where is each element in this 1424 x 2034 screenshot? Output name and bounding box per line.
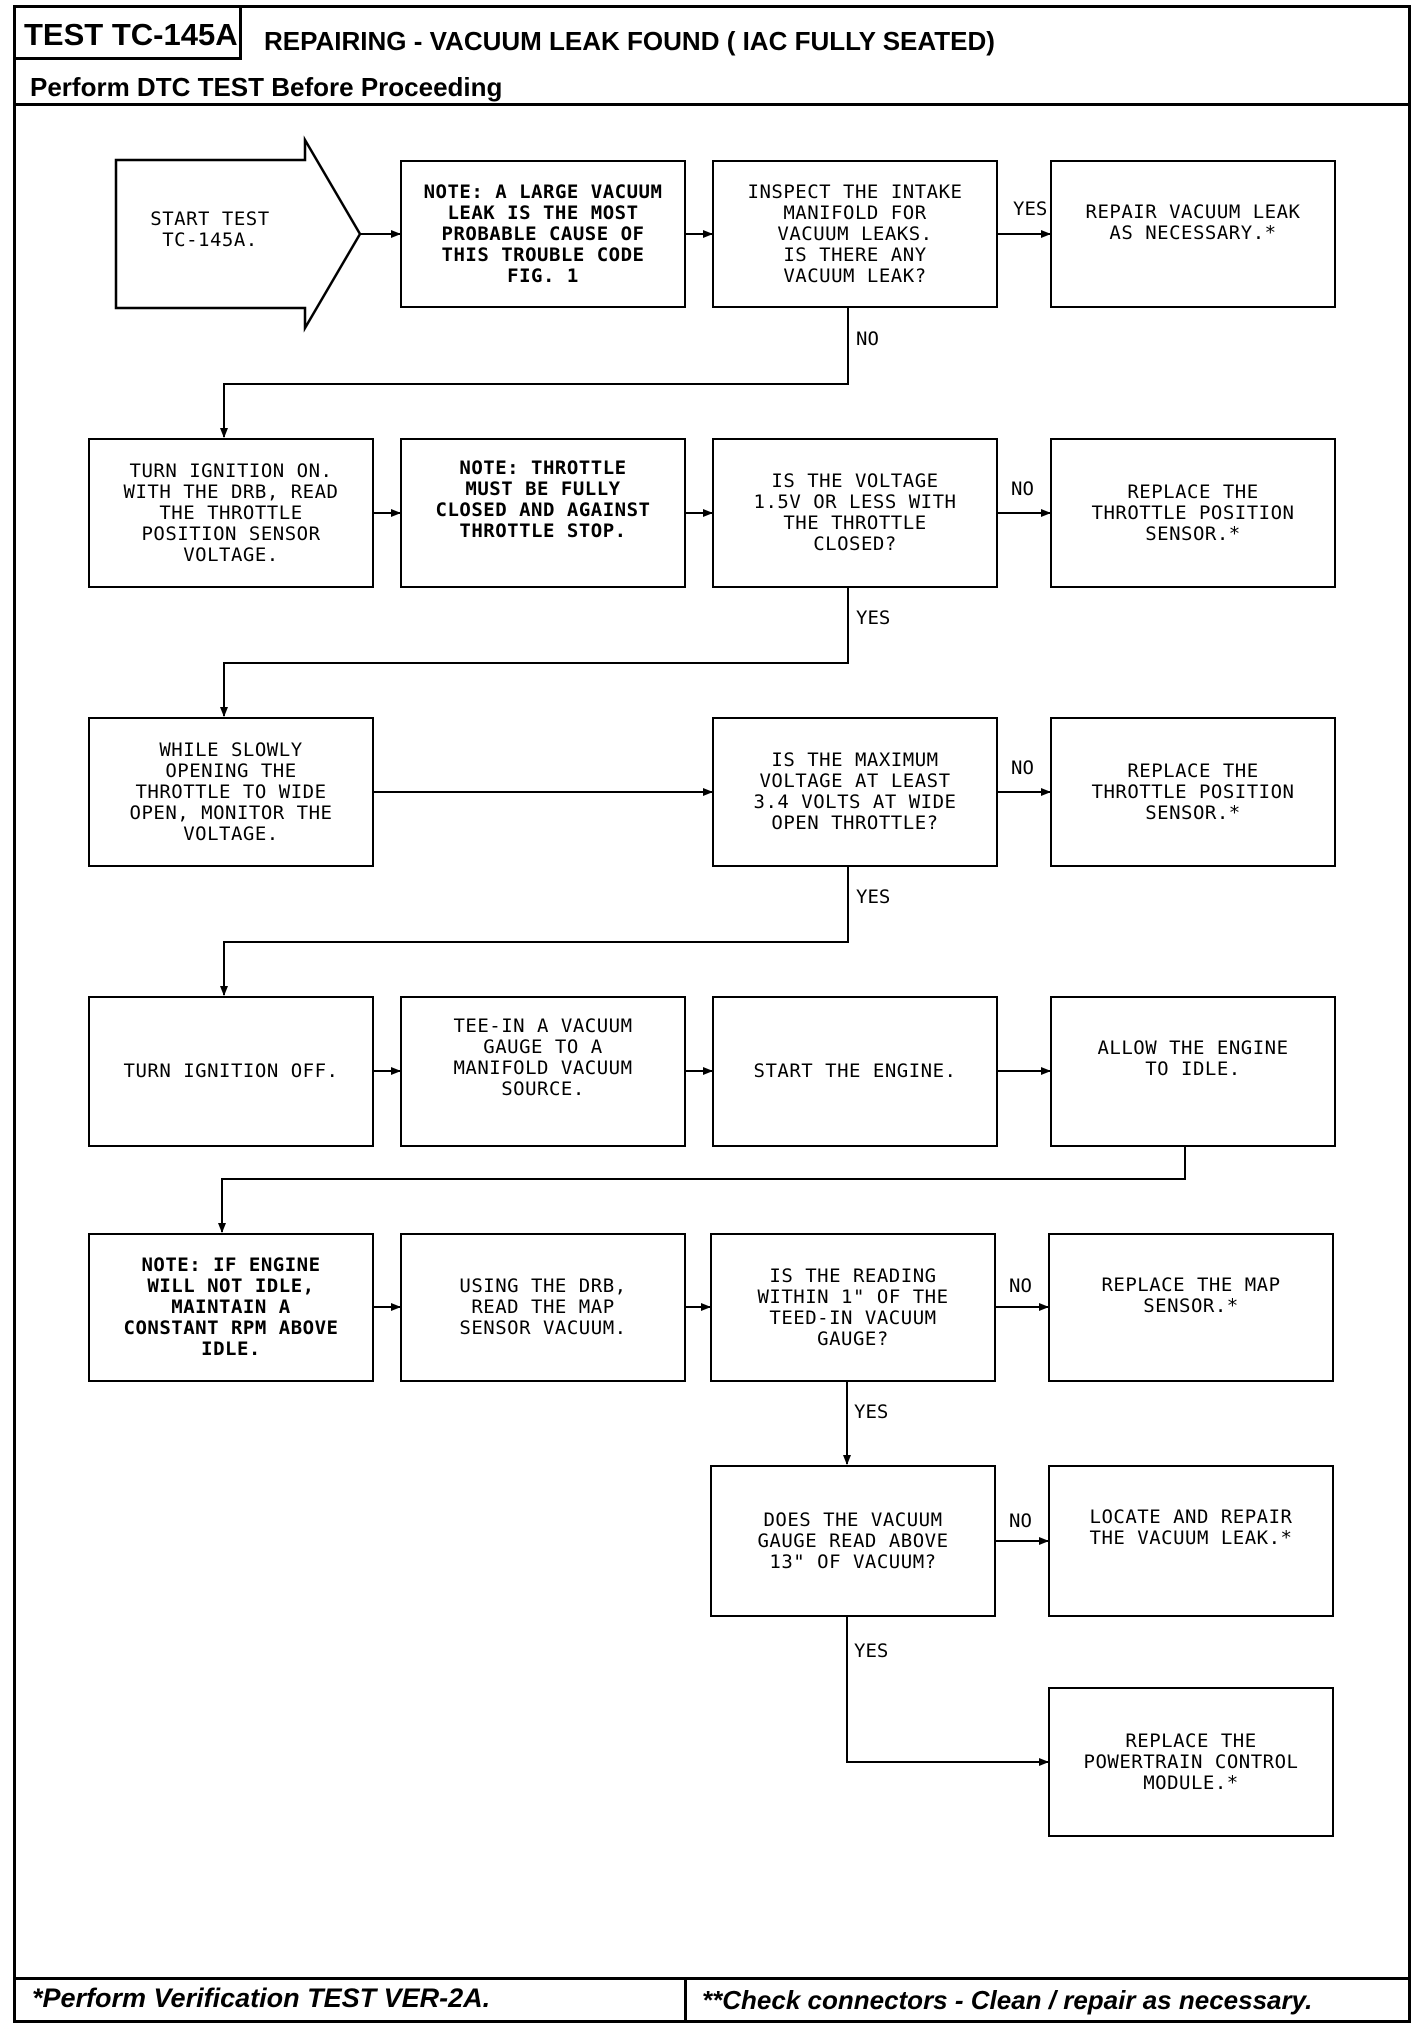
yes-label-inspect: YES: [1013, 198, 1048, 220]
reading-within-decision: IS THE READING WITHIN 1" OF THE TEED-IN …: [710, 1233, 996, 1382]
note-throttle-closed: NOTE: THROTTLE MUST BE FULLY CLOSED AND …: [400, 438, 686, 588]
footer-verification-note: *Perform Verification TEST VER-2A.: [32, 1983, 491, 2013]
replace-map-sensor-step: REPLACE THE MAP SENSOR.*: [1048, 1233, 1334, 1382]
allow-engine-idle-step: ALLOW THE ENGINE TO IDLE.: [1050, 996, 1336, 1147]
read-map-sensor-step: USING THE DRB, READ THE MAP SENSOR VACUU…: [400, 1233, 686, 1382]
gauge-above-decision: DOES THE VACUUM GAUGE READ ABOVE 13" OF …: [710, 1465, 996, 1617]
header-divider: [16, 103, 1408, 106]
test-id: TEST TC-145A: [24, 17, 238, 52]
tee-in-vacuum-gauge-step: TEE-IN A VACUUM GAUGE TO A MANIFOLD VACU…: [400, 996, 686, 1147]
turn-ignition-off-step: TURN IGNITION OFF.: [88, 996, 374, 1147]
start-engine-step: START THE ENGINE.: [712, 996, 998, 1147]
note-engine-idle: NOTE: IF ENGINE WILL NOT IDLE, MAINTAIN …: [88, 1233, 374, 1382]
locate-repair-leak-step: LOCATE AND REPAIR THE VACUUM LEAK.*: [1048, 1465, 1334, 1617]
max-voltage-decision: IS THE MAXIMUM VOLTAGE AT LEAST 3.4 VOLT…: [712, 717, 998, 867]
start-arrow-shape: [114, 135, 362, 333]
repair-vacuum-leak-step: REPAIR VACUUM LEAK AS NECESSARY.*: [1050, 160, 1336, 308]
page-frame: [13, 5, 1411, 2023]
no-label-inspect: NO: [856, 328, 879, 350]
no-label-reading: NO: [1009, 1275, 1032, 1297]
turn-ignition-on-step: TURN IGNITION ON. WITH THE DRB, READ THE…: [88, 438, 374, 588]
no-label-voltage: NO: [1011, 478, 1034, 500]
replace-tps-step-1: REPLACE THE THROTTLE POSITION SENSOR.*: [1050, 438, 1336, 588]
footer-mid-divider: [684, 1977, 687, 2021]
page-title: REPAIRING - VACUUM LEAK FOUND ( IAC FULL…: [264, 26, 995, 56]
slowly-open-throttle-step: WHILE SLOWLY OPENING THE THROTTLE TO WID…: [88, 717, 374, 867]
note-large-vacuum-leak: NOTE: A LARGE VACUUM LEAK IS THE MOST PR…: [400, 160, 686, 308]
test-id-box: [16, 8, 242, 60]
yes-label-gauge: YES: [854, 1640, 889, 1662]
yes-label-max-voltage: YES: [856, 886, 891, 908]
inspect-intake-manifold-decision: INSPECT THE INTAKE MANIFOLD FOR VACUUM L…: [712, 160, 998, 308]
no-label-gauge: NO: [1009, 1510, 1032, 1532]
replace-tps-step-2: REPLACE THE THROTTLE POSITION SENSOR.*: [1050, 717, 1336, 867]
replace-pcm-step: REPLACE THE POWERTRAIN CONTROL MODULE.*: [1048, 1687, 1334, 1837]
yes-label-voltage: YES: [856, 607, 891, 629]
footer-divider: [16, 1977, 1408, 1980]
voltage-check-decision: IS THE VOLTAGE 1.5V OR LESS WITH THE THR…: [712, 438, 998, 588]
no-label-max-voltage: NO: [1011, 757, 1034, 779]
start-test-step: START TEST TC-145A.: [150, 208, 270, 251]
footer-connector-note: **Check connectors - Clean / repair as n…: [702, 1985, 1313, 2015]
page-subtitle: Perform DTC TEST Before Proceeding: [30, 72, 503, 102]
yes-label-reading: YES: [854, 1401, 889, 1423]
